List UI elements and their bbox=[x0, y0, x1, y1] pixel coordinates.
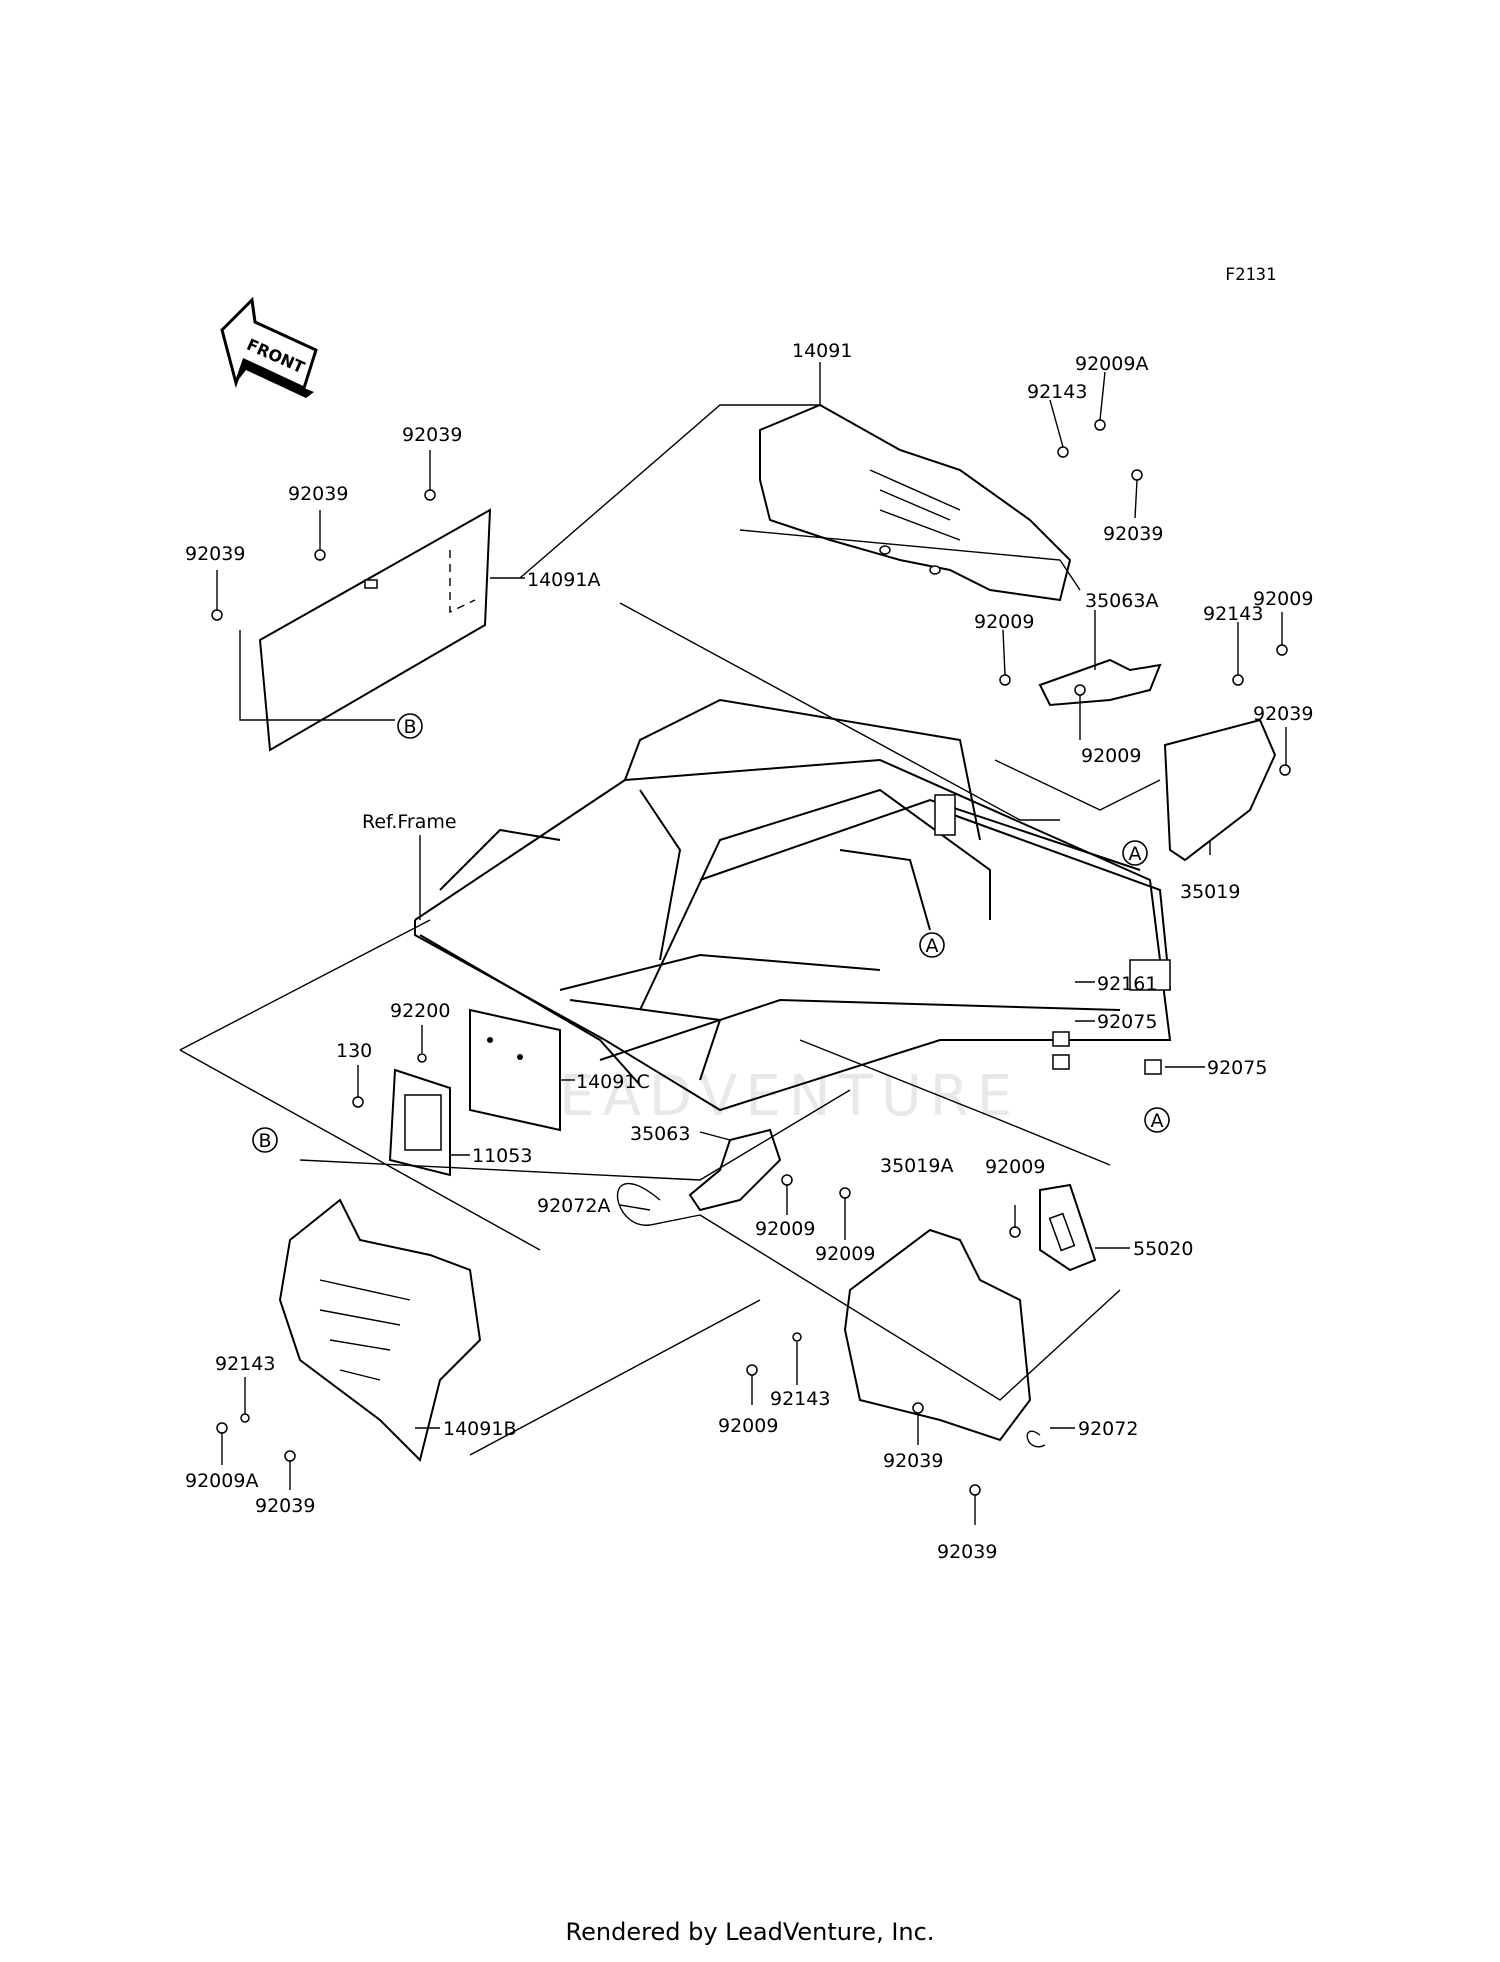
part-number: 92009 bbox=[1253, 588, 1313, 610]
part-number: 92039 bbox=[255, 1495, 315, 1517]
part-number: 92039 bbox=[402, 424, 462, 446]
part-number: 92009 bbox=[1081, 745, 1141, 767]
part-number: 92161 bbox=[1097, 973, 1157, 995]
bolt-icon bbox=[1279, 764, 1291, 776]
part-number: 92009A bbox=[1075, 353, 1148, 375]
ref-frame bbox=[414, 698, 1172, 1112]
part-number: 14091A bbox=[527, 569, 600, 591]
part-35063-bracket bbox=[688, 1128, 782, 1212]
callout-a2: A bbox=[919, 932, 945, 958]
part-number: 92143 bbox=[215, 1353, 275, 1375]
part-number: 92143 bbox=[1203, 603, 1263, 625]
washer-icon bbox=[1057, 446, 1069, 458]
part-92072-clip bbox=[1026, 1430, 1046, 1448]
part-14091C-plate bbox=[469, 1008, 561, 1132]
leader-lines bbox=[179, 362, 1287, 1525]
bolt-icon bbox=[1009, 1226, 1021, 1238]
part-number: 35019A bbox=[880, 1155, 953, 1177]
bolt-icon bbox=[912, 1402, 924, 1414]
bolt-icon bbox=[1074, 684, 1086, 696]
pad-icon bbox=[1052, 1054, 1070, 1070]
footer-credit: Rendered by LeadVenture, Inc. bbox=[565, 1918, 935, 1946]
part-number: 92072 bbox=[1078, 1418, 1138, 1440]
part-number: 92143 bbox=[770, 1388, 830, 1410]
part-92072A-strap bbox=[616, 1182, 701, 1226]
bolt-icon bbox=[969, 1484, 981, 1496]
part-number: 92039 bbox=[1253, 703, 1313, 725]
part-number: 11053 bbox=[472, 1145, 532, 1167]
part-11053-bracket bbox=[388, 1068, 451, 1177]
part-35019A-guard bbox=[843, 1228, 1032, 1442]
part-number: 92075 bbox=[1097, 1011, 1157, 1033]
part-number: 92039 bbox=[1103, 523, 1163, 545]
ref-frame-label: Ref.Frame bbox=[362, 811, 457, 833]
bolt-icon bbox=[999, 674, 1011, 686]
callout-a3: A bbox=[1144, 1107, 1170, 1133]
bolt-icon bbox=[211, 609, 223, 621]
part-14091A-panel bbox=[258, 508, 492, 752]
part-number: 55020 bbox=[1133, 1238, 1193, 1260]
bolt-icon bbox=[314, 549, 326, 561]
bolt-icon bbox=[424, 489, 436, 501]
part-number: 35063 bbox=[630, 1123, 690, 1145]
part-number: 92039 bbox=[288, 483, 348, 505]
part-55020-plate bbox=[1039, 1183, 1097, 1272]
part-number: 130 bbox=[336, 1040, 372, 1062]
part-number: 92143 bbox=[1027, 381, 1087, 403]
bolt-icon bbox=[352, 1096, 364, 1108]
figure-code: F2131 bbox=[1225, 265, 1276, 285]
pad-icon bbox=[1052, 1031, 1070, 1047]
svg-text:B: B bbox=[258, 1130, 271, 1152]
washer-icon bbox=[792, 1332, 802, 1342]
bolt-icon bbox=[839, 1187, 851, 1199]
part-number: 35019 bbox=[1180, 881, 1240, 903]
part-number: 92009 bbox=[718, 1415, 778, 1437]
washer-icon bbox=[240, 1413, 250, 1423]
callout-b1: B bbox=[397, 713, 423, 739]
part-number: 92200 bbox=[390, 1000, 450, 1022]
svg-text:A: A bbox=[1151, 1110, 1164, 1132]
fastener-icons bbox=[211, 419, 1291, 1496]
callout-a1: A bbox=[1122, 840, 1148, 866]
part-number: 92009 bbox=[815, 1243, 875, 1265]
part-number: 92009A bbox=[185, 1470, 258, 1492]
watermark: LEADVENTURE bbox=[520, 1064, 1020, 1129]
part-number: 92075 bbox=[1207, 1057, 1267, 1079]
part-35063A-bracket bbox=[1038, 658, 1162, 707]
svg-text:A: A bbox=[1129, 843, 1142, 865]
part-14091B-skid-plate bbox=[278, 1198, 482, 1462]
part-number: 14091 bbox=[792, 340, 852, 362]
part-number: 92009 bbox=[974, 611, 1034, 633]
part-number: 92039 bbox=[937, 1541, 997, 1563]
bolt-icon bbox=[1131, 469, 1143, 481]
washer-icon bbox=[1232, 674, 1244, 686]
svg-text:A: A bbox=[926, 935, 939, 957]
part-labels: 14091 92009A 92143 92039 35063A 92009 92… bbox=[185, 340, 1313, 1563]
bolt-icon bbox=[1276, 644, 1288, 656]
bolt-icon bbox=[781, 1174, 793, 1186]
bolt-icon bbox=[1094, 419, 1106, 431]
part-number: 92009 bbox=[755, 1218, 815, 1240]
part-number: 14091C bbox=[576, 1071, 650, 1093]
part-number: 35063A bbox=[1085, 590, 1158, 612]
pad-icon bbox=[1144, 1059, 1162, 1075]
bolt-icon bbox=[284, 1450, 296, 1462]
part-14091-skid-plate bbox=[759, 403, 1072, 602]
bolt-icon bbox=[216, 1422, 228, 1434]
bolt-icon bbox=[746, 1364, 758, 1376]
front-arrow-icon: FRONT bbox=[220, 296, 318, 398]
part-number: 92039 bbox=[185, 543, 245, 565]
part-number: 92039 bbox=[883, 1450, 943, 1472]
part-35019-panel bbox=[1163, 718, 1277, 862]
part-number: 14091B bbox=[443, 1418, 516, 1440]
part-number: 92072A bbox=[537, 1195, 610, 1217]
part-number: 92009 bbox=[985, 1156, 1045, 1178]
svg-text:B: B bbox=[403, 716, 416, 738]
washer-icon bbox=[417, 1053, 427, 1063]
callout-b2: B bbox=[252, 1127, 278, 1153]
